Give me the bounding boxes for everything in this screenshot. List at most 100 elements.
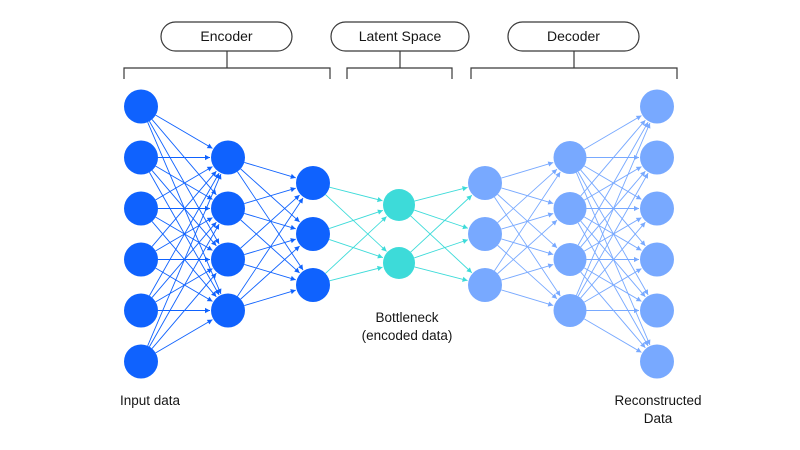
decoder-label: Decoder [547,28,600,44]
connection-edge [501,264,554,281]
latent-space-pill: Latent Space [330,21,470,52]
connection-arrowhead [381,216,387,222]
neuron-node [124,242,158,277]
neuron-node [211,293,245,328]
connection-arrowhead [211,240,217,246]
connection-edge [237,197,304,297]
connection-arrowhead [640,222,646,228]
connection-arrowhead [547,263,554,269]
connection-arrowhead [206,319,213,325]
connection-arrowhead [211,291,217,297]
connection-arrowhead [214,224,220,230]
connection-arrowhead [216,288,222,294]
connection-arrowhead [290,187,296,193]
connection-edge [414,187,468,202]
connection-arrowhead [377,209,383,215]
neuron-node [640,89,674,124]
input-data-label: Input data [120,393,181,408]
connection-edge [584,318,642,353]
connection-edge [584,216,642,251]
connection-arrowhead [206,217,213,223]
neuron-node [640,344,674,379]
decoder-bracket [470,51,678,79]
connection-arrowhead [635,115,642,121]
connection-edge [501,162,554,179]
neuron-node [296,268,330,302]
neuron-node [211,191,245,226]
decoder-pill: Decoder [507,21,640,52]
connection-arrowhead [294,246,300,252]
connection-arrowhead [462,276,468,282]
connection-arrowhead [298,197,304,204]
connection-arrowhead [211,222,217,228]
connection-edge [328,210,384,229]
connection-arrowhead [294,216,300,222]
connection-arrowhead [290,275,296,281]
connection-arrowhead [206,245,213,251]
connection-arrowhead [211,273,217,279]
connection-arrowhead [640,342,646,348]
connection-arrowhead [635,347,642,353]
neuron-node [383,247,415,279]
connection-arrowhead [635,194,642,200]
neuron-node [124,293,158,328]
connection-edge [497,168,558,223]
connection-arrowhead [551,220,557,226]
connection-arrowhead [214,289,220,295]
neuron-node [553,294,587,327]
neuron-node [124,191,158,226]
bottleneck-sublabel: (encoded data) [362,328,453,343]
connection-arrowhead [466,195,472,201]
connection-edge [155,166,213,201]
connection-edge [580,119,646,197]
connection-edge [325,194,387,252]
neuron-node [640,191,674,226]
connection-arrowhead [643,173,649,179]
neuron-node [468,268,502,302]
connection-arrowhead [216,174,222,180]
latent-space-bracket [346,51,453,79]
connection-arrowhead [205,205,210,212]
neuron-node [468,217,502,251]
connection-arrowhead [634,307,639,314]
connection-arrowhead [298,264,304,271]
neuron-node [553,141,587,174]
connection-arrowhead [640,171,646,177]
neuron-node [553,243,587,276]
connection-edge [329,186,383,202]
connection-arrowhead [551,169,557,175]
connection-edge [414,209,469,229]
connection-edge [240,245,300,300]
connection-arrowhead [206,166,213,172]
connection-edge [494,171,561,272]
connection-arrowhead [214,238,220,244]
connection-arrowhead [551,242,557,248]
connection-arrowhead [205,307,210,314]
neuron-node [296,166,330,200]
connection-edge [584,268,642,303]
neuron-node [553,192,587,225]
connection-arrowhead [294,195,300,201]
connection-arrowhead [643,289,649,295]
connection-arrowhead [634,154,639,161]
connection-arrowhead [462,186,468,192]
neuron-node [124,344,158,379]
connection-edge [325,216,387,274]
connections [147,114,651,354]
connection-edge [501,289,554,306]
connection-edge [328,239,384,258]
connection-arrowhead [290,289,296,295]
connection-arrowhead [645,123,651,129]
connection-arrowhead [377,197,383,203]
connection-edge [155,114,213,149]
neuron-node [124,89,158,124]
neuron-node [296,217,330,251]
connection-edge [244,289,296,307]
connection-arrowhead [377,265,383,271]
connection-edge [151,170,217,247]
latent-space-label: Latent Space [359,28,442,44]
connection-arrowhead [547,301,554,307]
connection-arrowhead [381,246,387,252]
neuron-node [640,242,674,277]
